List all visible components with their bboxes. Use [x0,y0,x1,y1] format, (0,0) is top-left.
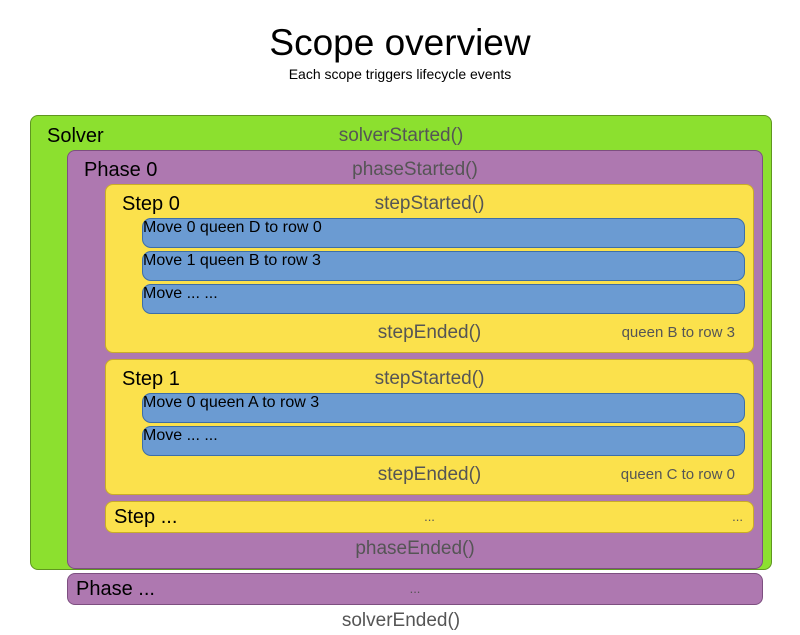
solver-footer-row: solverEnded() [39,607,763,635]
step-label: Step ... [114,506,178,528]
step-started-event: stepStarted() [374,368,485,389]
move-scope-0-0[interactable]: Move 0 queen D to row 0 [142,218,745,248]
move-label: Move 0 [143,219,196,236]
step-scope-1[interactable]: Step 1 stepStarted() Move 0 queen A to r… [105,359,754,495]
phase-ended-event: phaseEnded() [355,538,475,559]
step-header-row: Step 1 stepStarted() [114,365,745,393]
step-ended-detail: queen C to row 0 [620,466,735,483]
move-detail: queen D to row 0 [199,219,322,236]
solver-started-event: solverStarted() [338,125,464,146]
step-ended-detail: queen B to row 3 [621,324,735,341]
phase-header-row: Phase 0 phaseStarted() [76,156,754,184]
move-label: Move 1 [143,252,196,269]
phase-label: Phase 0 [84,159,158,181]
step-ended-event: stepEnded() [377,322,482,343]
step-header-row: Step 0 stepStarted() [114,190,745,218]
solver-label: Solver [47,125,104,147]
phase-started-event: phaseStarted() [352,159,478,180]
step-footer-row: stepEnded() queen B to row 3 [114,319,745,347]
step-terse-row: Step ... ... ... [106,502,753,532]
move-scope-1-1[interactable]: Move ... ... [142,426,745,456]
step-scope-0[interactable]: Step 0 stepStarted() Move 0 queen D to r… [105,184,754,353]
move-scope-1-0[interactable]: Move 0 queen A to row 3 [142,393,745,423]
move-label: Move ... [143,427,200,444]
heading: Scope overview Each scope triggers lifec… [0,0,800,83]
move-scope-0-1[interactable]: Move 1 queen B to row 3 [142,251,745,281]
step-started-event: stepStarted() [374,193,485,214]
step-label: Step 0 [122,193,180,215]
move-detail: queen A to row 3 [199,394,320,411]
phase-label: Phase ... [76,578,155,600]
move-detail: queen B to row 3 [199,252,321,269]
move-detail: ... [204,285,218,302]
step-label: Step 1 [122,368,180,390]
step-ended-event: stepEnded() [377,464,482,485]
step-scope-terse[interactable]: Step ... ... ... [105,501,754,533]
solver-scope[interactable]: Solver solverStarted() Phase 0 phaseStar… [30,115,772,631]
solver-ended-event: solverEnded() [341,610,461,631]
phase-footer-row: phaseEnded() [76,535,754,563]
move-label: Move 0 [143,394,196,411]
phase-terse-row: Phase ... ... [68,574,762,604]
solver-header-row: Solver solverStarted() [39,122,763,150]
move-label: Move ... [143,285,200,302]
step-footer-row: stepEnded() queen C to row 0 [114,461,745,489]
phase-scope-0[interactable]: Phase 0 phaseStarted() Step 0 stepStarte… [67,150,763,569]
phase-event: ... [409,581,421,596]
move-scope-0-2[interactable]: Move ... ... [142,284,745,314]
step-detail: ... [732,509,743,524]
page-subtitle: Each scope triggers lifecycle events [288,66,512,83]
move-detail: ... [204,427,218,444]
page-title: Scope overview [269,22,531,63]
step-event: ... [424,509,435,524]
phase-scope-terse[interactable]: Phase ... ... [67,573,763,605]
